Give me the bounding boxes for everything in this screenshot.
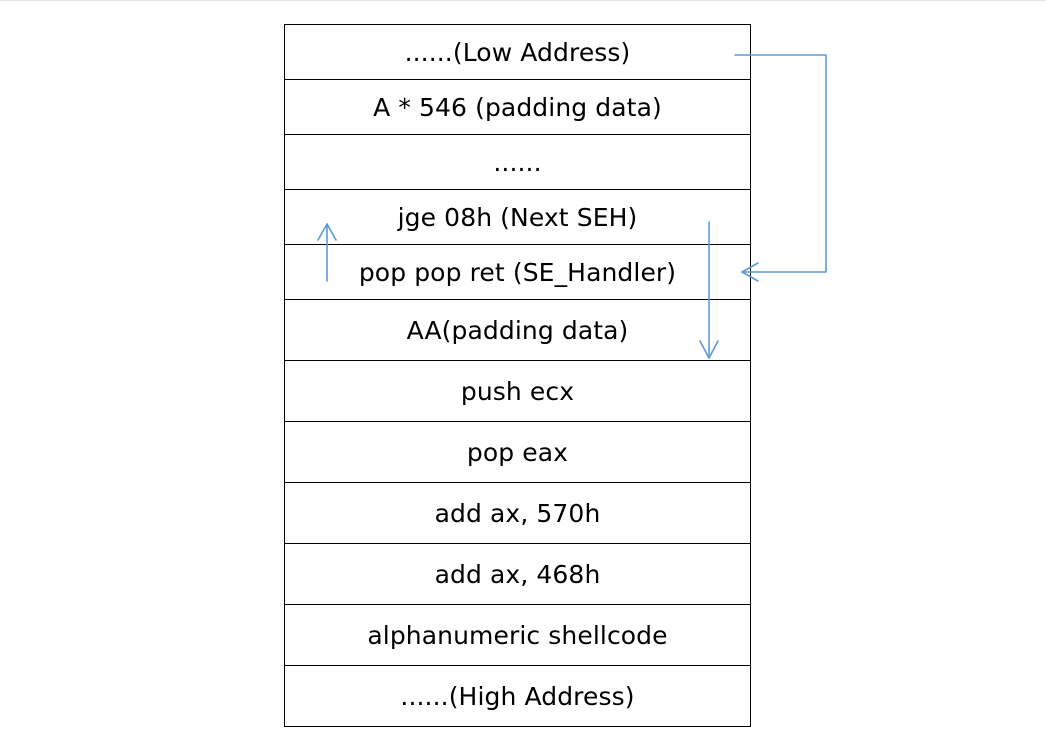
stack-cell-shellcode: alphanumeric shellcode bbox=[284, 605, 751, 666]
stack-cell-pop-eax: pop eax bbox=[284, 422, 751, 483]
stack-cell-padding-aa: AA(padding data) bbox=[284, 300, 751, 361]
stack-cell-push-ecx: push ecx bbox=[284, 361, 751, 422]
stack-cell-ellipsis: ...... bbox=[284, 135, 751, 190]
stack-layout-table: ......(Low Address) A * 546 (padding dat… bbox=[284, 24, 751, 727]
stack-cell-next-seh: jge 08h (Next SEH) bbox=[284, 190, 751, 245]
stack-cell-add-570h: add ax, 570h bbox=[284, 483, 751, 544]
stack-cell-padding-a: A * 546 (padding data) bbox=[284, 80, 751, 135]
stack-cell-se-handler: pop pop ret (SE_Handler) bbox=[284, 245, 751, 300]
top-divider bbox=[0, 0, 1046, 1]
stack-cell-add-468h: add ax, 468h bbox=[284, 544, 751, 605]
stack-cell-high-address: ......(High Address) bbox=[284, 666, 751, 727]
stack-cell-low-address: ......(Low Address) bbox=[284, 24, 751, 80]
